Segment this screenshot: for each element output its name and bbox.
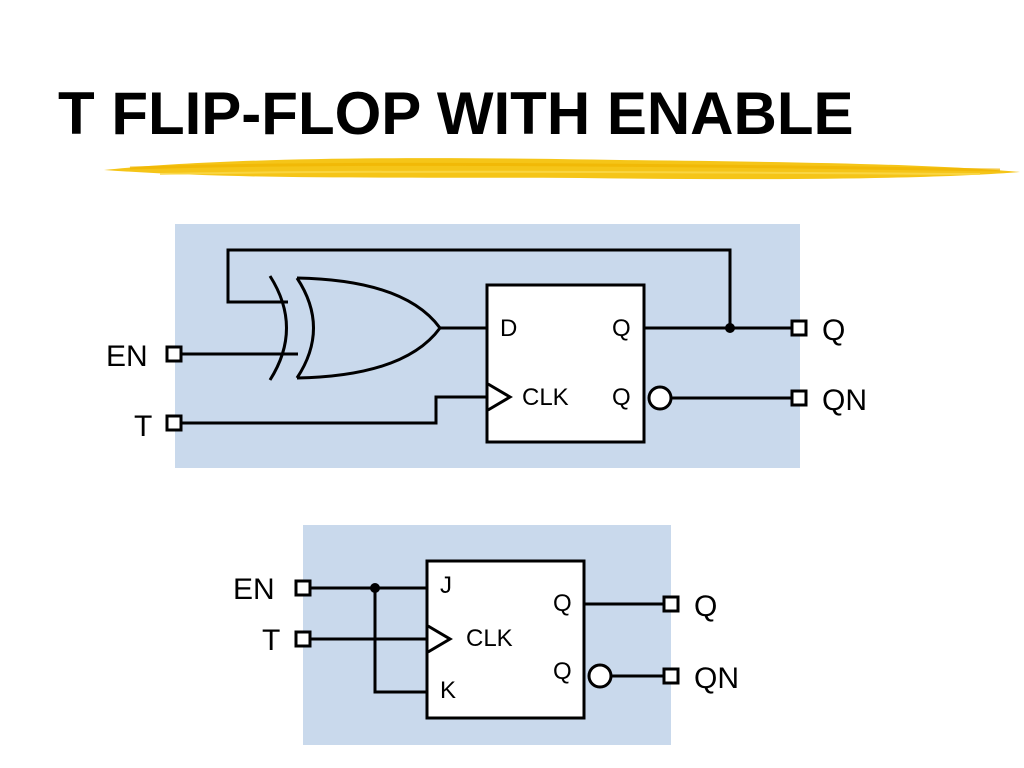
q-output-label: Q bbox=[822, 314, 845, 347]
q-output-port bbox=[662, 595, 680, 613]
clk-pin-label: CLK bbox=[522, 384, 569, 411]
feedback-wire bbox=[226, 248, 732, 328]
clk-triangle bbox=[487, 382, 513, 412]
q-output-port bbox=[790, 319, 808, 337]
junction-dot bbox=[725, 323, 735, 333]
en-label: EN bbox=[233, 573, 275, 606]
q-pin-label: Q bbox=[612, 315, 631, 342]
qn-output-label: QN bbox=[694, 662, 739, 695]
junction-dot bbox=[370, 583, 380, 593]
q-pin-label: Q bbox=[553, 590, 572, 617]
qn-output-label: QN bbox=[822, 384, 867, 417]
en-label: EN bbox=[106, 340, 148, 373]
inversion-bubble bbox=[587, 663, 613, 689]
t-input-port bbox=[294, 630, 312, 648]
qbar-pin-label: Q bbox=[553, 658, 572, 685]
d-flipflop bbox=[485, 283, 646, 444]
clk-triangle bbox=[427, 624, 453, 654]
t-label: T bbox=[262, 624, 280, 657]
k-pin-label: K bbox=[440, 677, 456, 704]
qbar-pin-label: Q bbox=[612, 384, 631, 411]
qn-output-port bbox=[662, 667, 680, 685]
qn-output-port bbox=[790, 389, 808, 407]
title-highlight-stroke bbox=[104, 158, 1020, 180]
slide-title: T FLIP-FLOP WITH ENABLE bbox=[58, 80, 854, 147]
en-input-port bbox=[294, 579, 312, 597]
d-pin-label: D bbox=[500, 315, 517, 342]
clk-pin-label: CLK bbox=[466, 625, 513, 652]
q-output-label: Q bbox=[694, 590, 717, 623]
t-label: T bbox=[134, 410, 152, 443]
j-pin-label: J bbox=[440, 572, 452, 599]
jk-flipflop bbox=[425, 559, 586, 720]
t-wire bbox=[181, 395, 488, 425]
en-to-k-wire bbox=[373, 588, 427, 694]
